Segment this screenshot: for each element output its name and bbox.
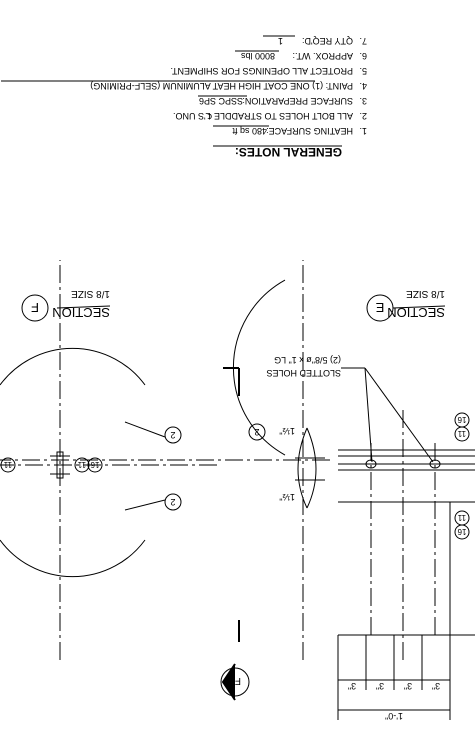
note-1-value: 480 sq ft [232, 126, 267, 136]
cut-marker-f-fill [223, 664, 235, 700]
note-6-number: 6. [359, 51, 367, 61]
dim-spacing-1: 3" [432, 681, 440, 691]
callout-2-f-lower [164, 493, 182, 511]
section-e-title: SECTION 1/8 SIZE E [366, 288, 446, 322]
callout-16-f-text: 16 [90, 460, 99, 469]
callout-2-e-text: 2 [254, 427, 259, 437]
section-e-underline [392, 305, 446, 309]
note-4-number: 4. [359, 81, 367, 91]
dim-top-label: 1½" [279, 492, 295, 502]
rotated-drawing: GENERAL NOTES: 1. HEATING SURFACE: 480 s… [0, 35, 475, 721]
general-notes: GENERAL NOTES: 1. HEATING SURFACE: 480 s… [1, 35, 367, 159]
leader-2-f-lower [124, 499, 166, 511]
dim-bottom-label: 1½" [279, 426, 295, 436]
section-f-label: SECTION [52, 305, 110, 320]
note-4-text: PAINT: (1) ONE COAT HIGH HEAT ALUMINUM (… [90, 81, 353, 91]
callout-11-f-right-text: 11 [3, 460, 12, 469]
slotted-holes-title: SLOTTED HOLES [266, 368, 341, 378]
section-f-view: 16 11 11 2 2 [0, 260, 217, 660]
callout-11-f-right [0, 457, 16, 473]
bolt-shank [56, 451, 64, 479]
note-3-number: 3. [359, 96, 367, 106]
section-f-scale: 1/8 SIZE [71, 288, 110, 299]
callout-11-upper [454, 510, 470, 526]
dim-spacing-3: 3" [376, 681, 384, 691]
callout-11-upper-text: 11 [457, 513, 466, 522]
note-1-number: 1. [359, 126, 367, 136]
section-e-letter: E [375, 300, 384, 315]
note-2-number: 2. [359, 111, 367, 121]
slotted-holes-spec: (2) 5/8"ø x 1" LG [274, 355, 341, 365]
section-f-underline [56, 305, 111, 309]
note-1-text: HEATING SURFACE: [266, 126, 353, 136]
leader-2-f-upper [124, 421, 166, 438]
tube-arc-lower [0, 539, 146, 578]
note-6-text: APPROX. WT.: [292, 51, 353, 61]
section-e-label: SECTION [387, 305, 445, 320]
dim-spacing-2: 3" [404, 681, 412, 691]
section-e-bubble [366, 294, 394, 322]
callout-16-lower-text: 16 [457, 415, 466, 424]
note-3-value: SSPC SP6 [199, 96, 243, 106]
callout-16-lower [454, 412, 470, 428]
notes-heading: GENERAL NOTES: [235, 145, 342, 159]
cut-marker-f-letter: F [235, 675, 241, 686]
dim-spacing-4: 3" [348, 681, 356, 691]
tube-arc-upper [0, 347, 146, 386]
callout-16-upper-text: 16 [457, 527, 466, 536]
note-2-text: ALL BOLT HOLES TO STRADDLE ℄'S UNO. [173, 111, 353, 121]
cut-marker-f-bubble [220, 667, 250, 697]
callout-16-f [87, 457, 103, 473]
section-e-scale: 1/8 SIZE [406, 288, 445, 299]
fin-lens-left [297, 427, 308, 509]
callout-11-f-left-text: 11 [77, 460, 86, 469]
fin-lens-right [306, 427, 317, 509]
callout-2-f-upper [164, 426, 182, 444]
section-f-letter: F [31, 300, 39, 315]
slotted-leader-1 [364, 367, 434, 463]
note-5-text: PROTECT ALL OPENINGS FOR SHIPMENT. [170, 66, 353, 76]
section-f-title: SECTION 1/8 SIZE F [21, 288, 111, 322]
note-7-text: QTY REQ'D: [302, 36, 353, 46]
callout-2-e [248, 423, 266, 441]
note-6-value: 8000 lbs [240, 51, 275, 61]
section-e-view: 3" 3" 3" 3" 1'-0" 1½" 1½" 16 11 11 16 2 … [0, 260, 475, 721]
slotted-leader-2 [364, 367, 373, 463]
note-7-number: 7. [359, 36, 367, 46]
section-f-bubble [21, 294, 49, 322]
callout-11-lower-text: 11 [457, 429, 466, 438]
note-7-value: 1 [278, 36, 283, 46]
callout-11-f-left [74, 457, 90, 473]
dim-overall-label: 1'-0" [385, 711, 403, 721]
callout-2-f-lower-text: 2 [170, 497, 175, 507]
note-3-text: SURFACE PREPARATION: [242, 96, 353, 106]
note-5-number: 5. [359, 66, 367, 76]
callout-2-f-upper-text: 2 [170, 430, 175, 440]
